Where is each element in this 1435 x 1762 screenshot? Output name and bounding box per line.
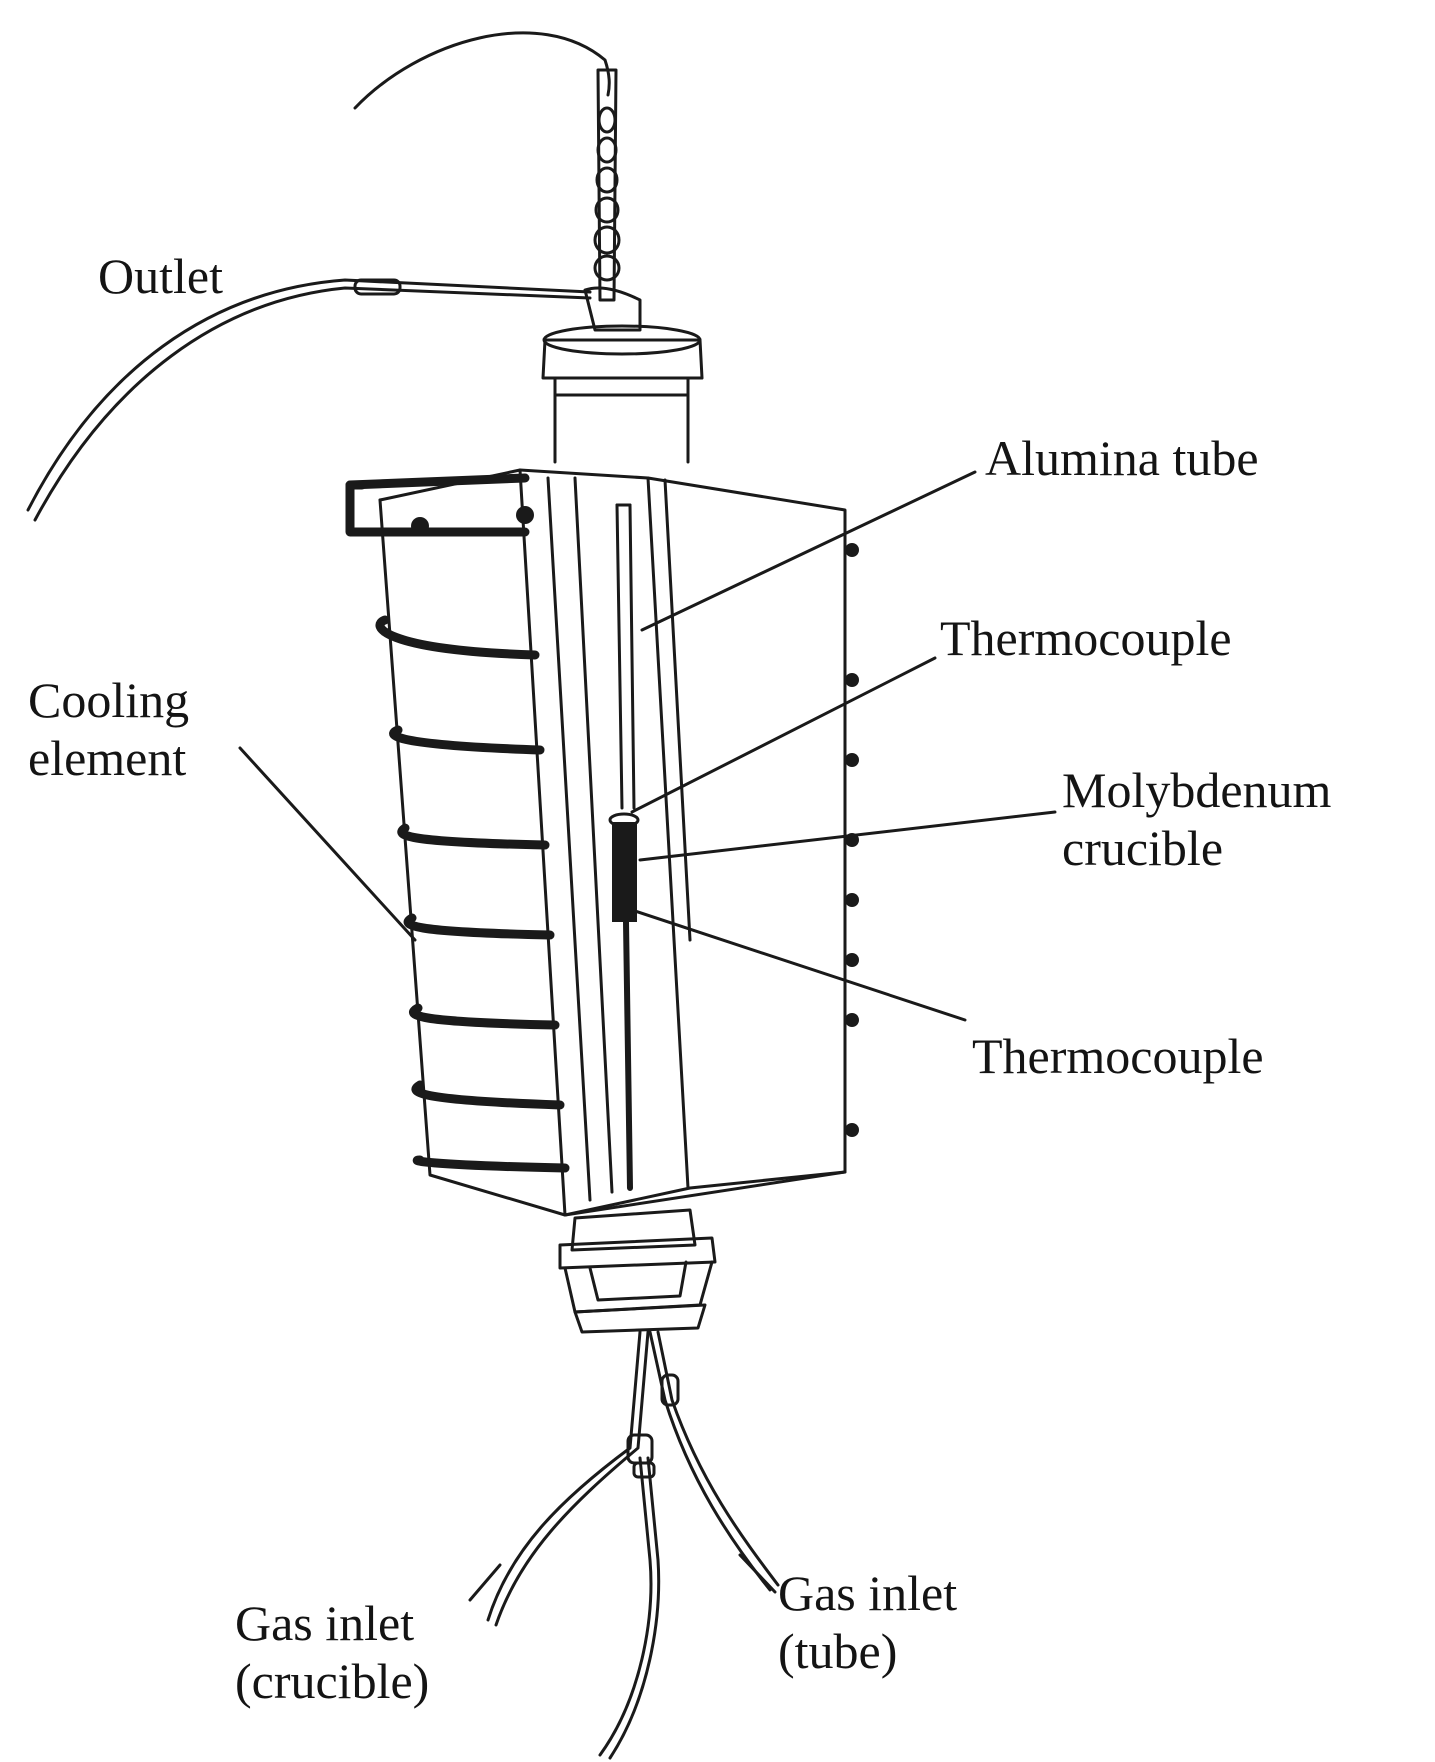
outlet-pipe xyxy=(33,286,592,522)
label-gas-inlet-crucible: Gas inlet (crucible) xyxy=(235,1595,429,1710)
label-outlet: Outlet xyxy=(98,248,223,304)
outlet-assembly xyxy=(26,31,642,522)
label-gas-inlet-crucible-line-1: Gas inlet xyxy=(235,1595,415,1651)
label-cooling-element: Cooling element xyxy=(28,672,189,787)
label-thermocouple-upper: Thermocouple xyxy=(940,610,1232,666)
leader-alumina-tube xyxy=(640,470,977,632)
leader-thermocouple-upper xyxy=(630,656,937,814)
label-molybdenum-crucible-line-2: crucible xyxy=(1062,819,1224,876)
bottom-flange xyxy=(558,1208,717,1334)
label-molybdenum-crucible-line-1: Molybdenum xyxy=(1062,762,1332,818)
label-thermocouple-lower: Thermocouple xyxy=(972,1028,1264,1084)
label-gas-inlet-crucible-line-2: (crucible) xyxy=(235,1652,430,1709)
gas-inlet-lines xyxy=(486,1330,780,1760)
label-cooling-element-line-1: Cooling xyxy=(28,672,190,728)
leader-lines xyxy=(238,470,1057,1602)
top-cap xyxy=(541,324,704,464)
label-cooling-element-line-2: element xyxy=(28,729,187,786)
leader-gas-inlet-tube xyxy=(738,1553,777,1594)
outlet-beads xyxy=(593,106,621,282)
label-gas-inlet-tube: Gas inlet (tube) xyxy=(778,1565,957,1680)
inner-assembly xyxy=(608,503,640,1191)
label-alumina-tube: Alumina tube xyxy=(985,430,1259,486)
molybdenum-crucible-shape xyxy=(612,822,637,922)
leader-thermocouple-lower xyxy=(630,908,967,1022)
label-gas-inlet-tube-line-1: Gas inlet xyxy=(778,1565,958,1621)
furnace-body xyxy=(378,468,847,1217)
leader-molybdenum-crucible xyxy=(638,810,1057,862)
label-gas-inlet-tube-line-2: (tube) xyxy=(778,1622,898,1679)
label-molybdenum-crucible: Molybdenum crucible xyxy=(1062,762,1331,877)
cooling-coil xyxy=(345,473,859,1173)
leader-cooling-element xyxy=(238,746,417,942)
leader-gas-inlet-crucible xyxy=(468,1563,502,1602)
